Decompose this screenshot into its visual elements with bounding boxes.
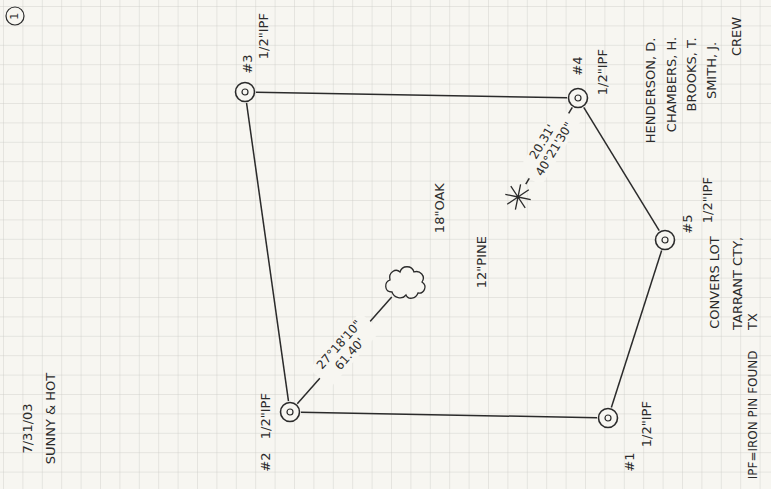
pin-note: 1/2"IPF: [701, 177, 715, 223]
note-text: SMITH, J.: [705, 41, 720, 98]
page-number: 1: [9, 12, 22, 19]
note-text: 7/31/03: [21, 403, 36, 453]
pin-number: #1: [623, 453, 637, 472]
note-text: CREW: [730, 16, 745, 55]
pin-dot: [662, 237, 668, 243]
pin-dot: [605, 415, 611, 421]
pin-note: 1/2"IPF: [257, 13, 271, 59]
note-text: SUNNY & HOT: [44, 372, 59, 464]
tree-canopy: [386, 267, 425, 298]
pin-note: 1/2"IPF: [640, 401, 654, 447]
pin-ring: [281, 403, 300, 422]
page-number-ring: [6, 7, 24, 25]
iron-pin: #11/2"IPF: [597, 407, 619, 429]
boundary-line: [256, 92, 567, 98]
pin-dot: [575, 95, 581, 101]
note-text: BROOKS, T.: [685, 37, 700, 111]
pin-ring: [569, 89, 588, 108]
oak-symbol: [382, 262, 428, 302]
pin-number: #5: [681, 215, 695, 234]
boundary-line: [301, 412, 597, 418]
note-text: IPF=IRON PIN FOUND: [747, 351, 761, 480]
pin-note: 1/2"IPF: [596, 49, 610, 95]
pin-dot: [287, 409, 293, 415]
pin-note: 1/2"IPF: [259, 393, 273, 439]
pin-symbol: [234, 81, 256, 103]
pin-number: #2: [259, 453, 273, 472]
boundary-line: [611, 250, 661, 407]
iron-pin: #21/2"IPF: [279, 401, 301, 423]
pin-symbol: [597, 407, 619, 429]
note-text: TARRANT CTY, TX: [731, 234, 761, 330]
pin-symbol: [279, 401, 301, 423]
iron-pin: #51/2"IPF: [654, 229, 676, 251]
tree-label: 12"PINE: [475, 236, 489, 288]
tie-line: [297, 297, 391, 404]
pin-ring: [599, 409, 618, 428]
iron-pin: #31/2"IPF: [234, 81, 256, 103]
pin-symbol: [654, 229, 676, 251]
pine-symbol: [503, 182, 533, 212]
pin-ring: [236, 83, 255, 102]
pin-number: #4: [571, 57, 585, 76]
pine-tree: 12"PINE: [503, 182, 533, 212]
oak-tree: 18"OAK: [382, 262, 428, 302]
pin-dot: [242, 89, 248, 95]
tree-label: 18"OAK: [433, 183, 447, 233]
iron-pin: #41/2"IPF: [567, 87, 589, 109]
note-text: CONVERS LOT: [707, 236, 722, 329]
pin-symbol: [567, 87, 589, 109]
pine-star: [505, 184, 530, 209]
pin-number: #3: [241, 55, 255, 74]
boundary-line: [247, 103, 289, 401]
pin-ring: [656, 231, 675, 250]
note-text: CHAMBERS, H.: [665, 36, 680, 131]
note-text: HENDERSON, D.: [644, 37, 659, 143]
